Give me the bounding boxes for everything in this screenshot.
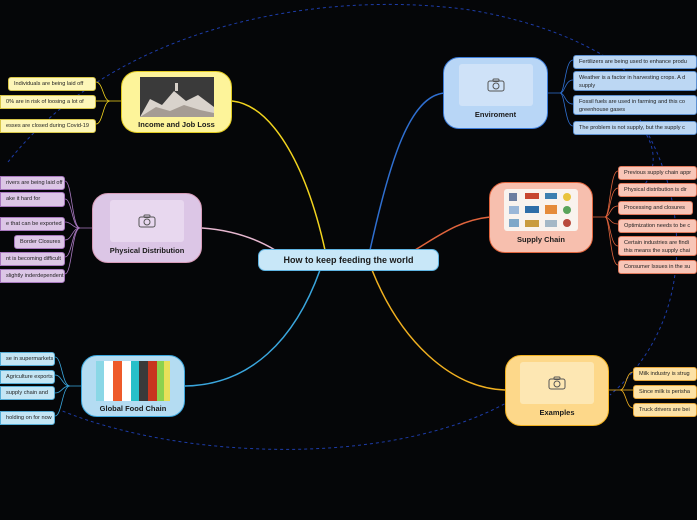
leaf-supply-5[interactable]: Certain industries are findi this means … bbox=[618, 236, 697, 256]
camera-icon bbox=[487, 78, 504, 92]
leaf-income-2[interactable]: 0% are in risk of loosing a lot of bbox=[0, 95, 96, 109]
leaf-physical-6[interactable]: slightly inderdependent bbox=[0, 269, 65, 283]
relation-line-right bbox=[609, 119, 678, 396]
camera-icon bbox=[548, 376, 566, 390]
branch-line-examples bbox=[371, 269, 506, 391]
node-title: Physical Distribution bbox=[109, 246, 185, 255]
relation-line-bottom bbox=[59, 394, 521, 450]
branch-line-physical bbox=[201, 227, 276, 251]
leaf-physical-3[interactable]: e that can be exported bbox=[0, 217, 65, 231]
leaf-supply-4[interactable]: Optimization needs to be c bbox=[618, 219, 697, 233]
node-income-job-loss[interactable]: Income and Job Loss bbox=[121, 71, 232, 133]
node-title: Global Food Chain bbox=[99, 404, 167, 413]
leaf-income-3[interactable]: esses are closed during Covid-19 bbox=[0, 119, 96, 133]
leaf-enviroment-4[interactable]: The problem is not supply, but the suppl… bbox=[573, 121, 697, 135]
node-title: Income and Job Loss bbox=[138, 120, 215, 129]
node-title: Enviroment bbox=[474, 110, 517, 119]
branch-line-enviroment bbox=[369, 92, 446, 251]
leaf-physical-4[interactable]: Border Closures bbox=[14, 235, 65, 249]
leaf-physical-5[interactable]: nt is becoming difficult bbox=[0, 252, 65, 266]
central-topic[interactable]: How to keep feeding the world bbox=[258, 249, 439, 271]
leaf-examples-2[interactable]: Since milk is perisha bbox=[633, 385, 697, 399]
leaf-supply-6[interactable]: Consumer Issues in the su bbox=[618, 260, 697, 274]
node-physical-distribution[interactable]: Physical Distribution bbox=[92, 193, 202, 263]
leaf-physical-2[interactable]: ake it hard for bbox=[0, 192, 65, 207]
camera-icon bbox=[138, 214, 156, 228]
leaf-global-2[interactable]: Agriculture exports bbox=[0, 370, 55, 384]
physical-image-placeholder bbox=[110, 200, 184, 242]
leaf-global-1[interactable]: se in supermarkets bbox=[0, 352, 55, 366]
node-supply-chain[interactable]: Supply Chain bbox=[489, 182, 593, 253]
leaf-examples-1[interactable]: Milk industry is strug bbox=[633, 367, 697, 381]
node-title: Supply Chain bbox=[517, 235, 565, 244]
leaf-supply-3[interactable]: Processing and closures bbox=[618, 201, 693, 215]
leaf-enviroment-3[interactable]: Fossil fuels are used in farming and thi… bbox=[573, 95, 697, 115]
branch-line-global bbox=[184, 269, 321, 387]
node-global-food-chain[interactable]: Global Food Chain bbox=[81, 355, 185, 417]
leaf-physical-1[interactable]: rivers are being laid off bbox=[0, 176, 65, 190]
leaf-global-4[interactable]: holding on for now bbox=[0, 411, 55, 425]
supply-chain-illustration bbox=[504, 189, 578, 231]
leaf-global-3[interactable]: supply chain and bbox=[0, 386, 55, 400]
examples-image-placeholder bbox=[520, 362, 594, 404]
branch-line-supply bbox=[414, 216, 491, 251]
enviroment-image-placeholder bbox=[458, 64, 533, 106]
leaf-income-1[interactable]: Individuals are being laid off bbox=[8, 77, 96, 91]
leaf-enviroment-1[interactable]: Fertilizers are being used to enhance pr… bbox=[573, 55, 697, 69]
node-examples[interactable]: Examples bbox=[505, 355, 609, 426]
leaf-supply-2[interactable]: Physical distribution is dir bbox=[618, 183, 697, 197]
node-title: Examples bbox=[539, 408, 575, 417]
node-enviroment[interactable]: Enviroment bbox=[443, 57, 548, 129]
branch-line-income bbox=[231, 100, 326, 251]
leaf-supply-1[interactable]: Previous supply chain appr bbox=[618, 166, 697, 180]
leaf-enviroment-2[interactable]: Weather is a factor in harvesting crops.… bbox=[573, 71, 697, 91]
leaf-examples-3[interactable]: Truck drivers are bei bbox=[633, 403, 697, 417]
protest-photo bbox=[139, 77, 214, 117]
relation-line-top bbox=[7, 3, 641, 163]
color-stripes-image bbox=[96, 361, 170, 401]
